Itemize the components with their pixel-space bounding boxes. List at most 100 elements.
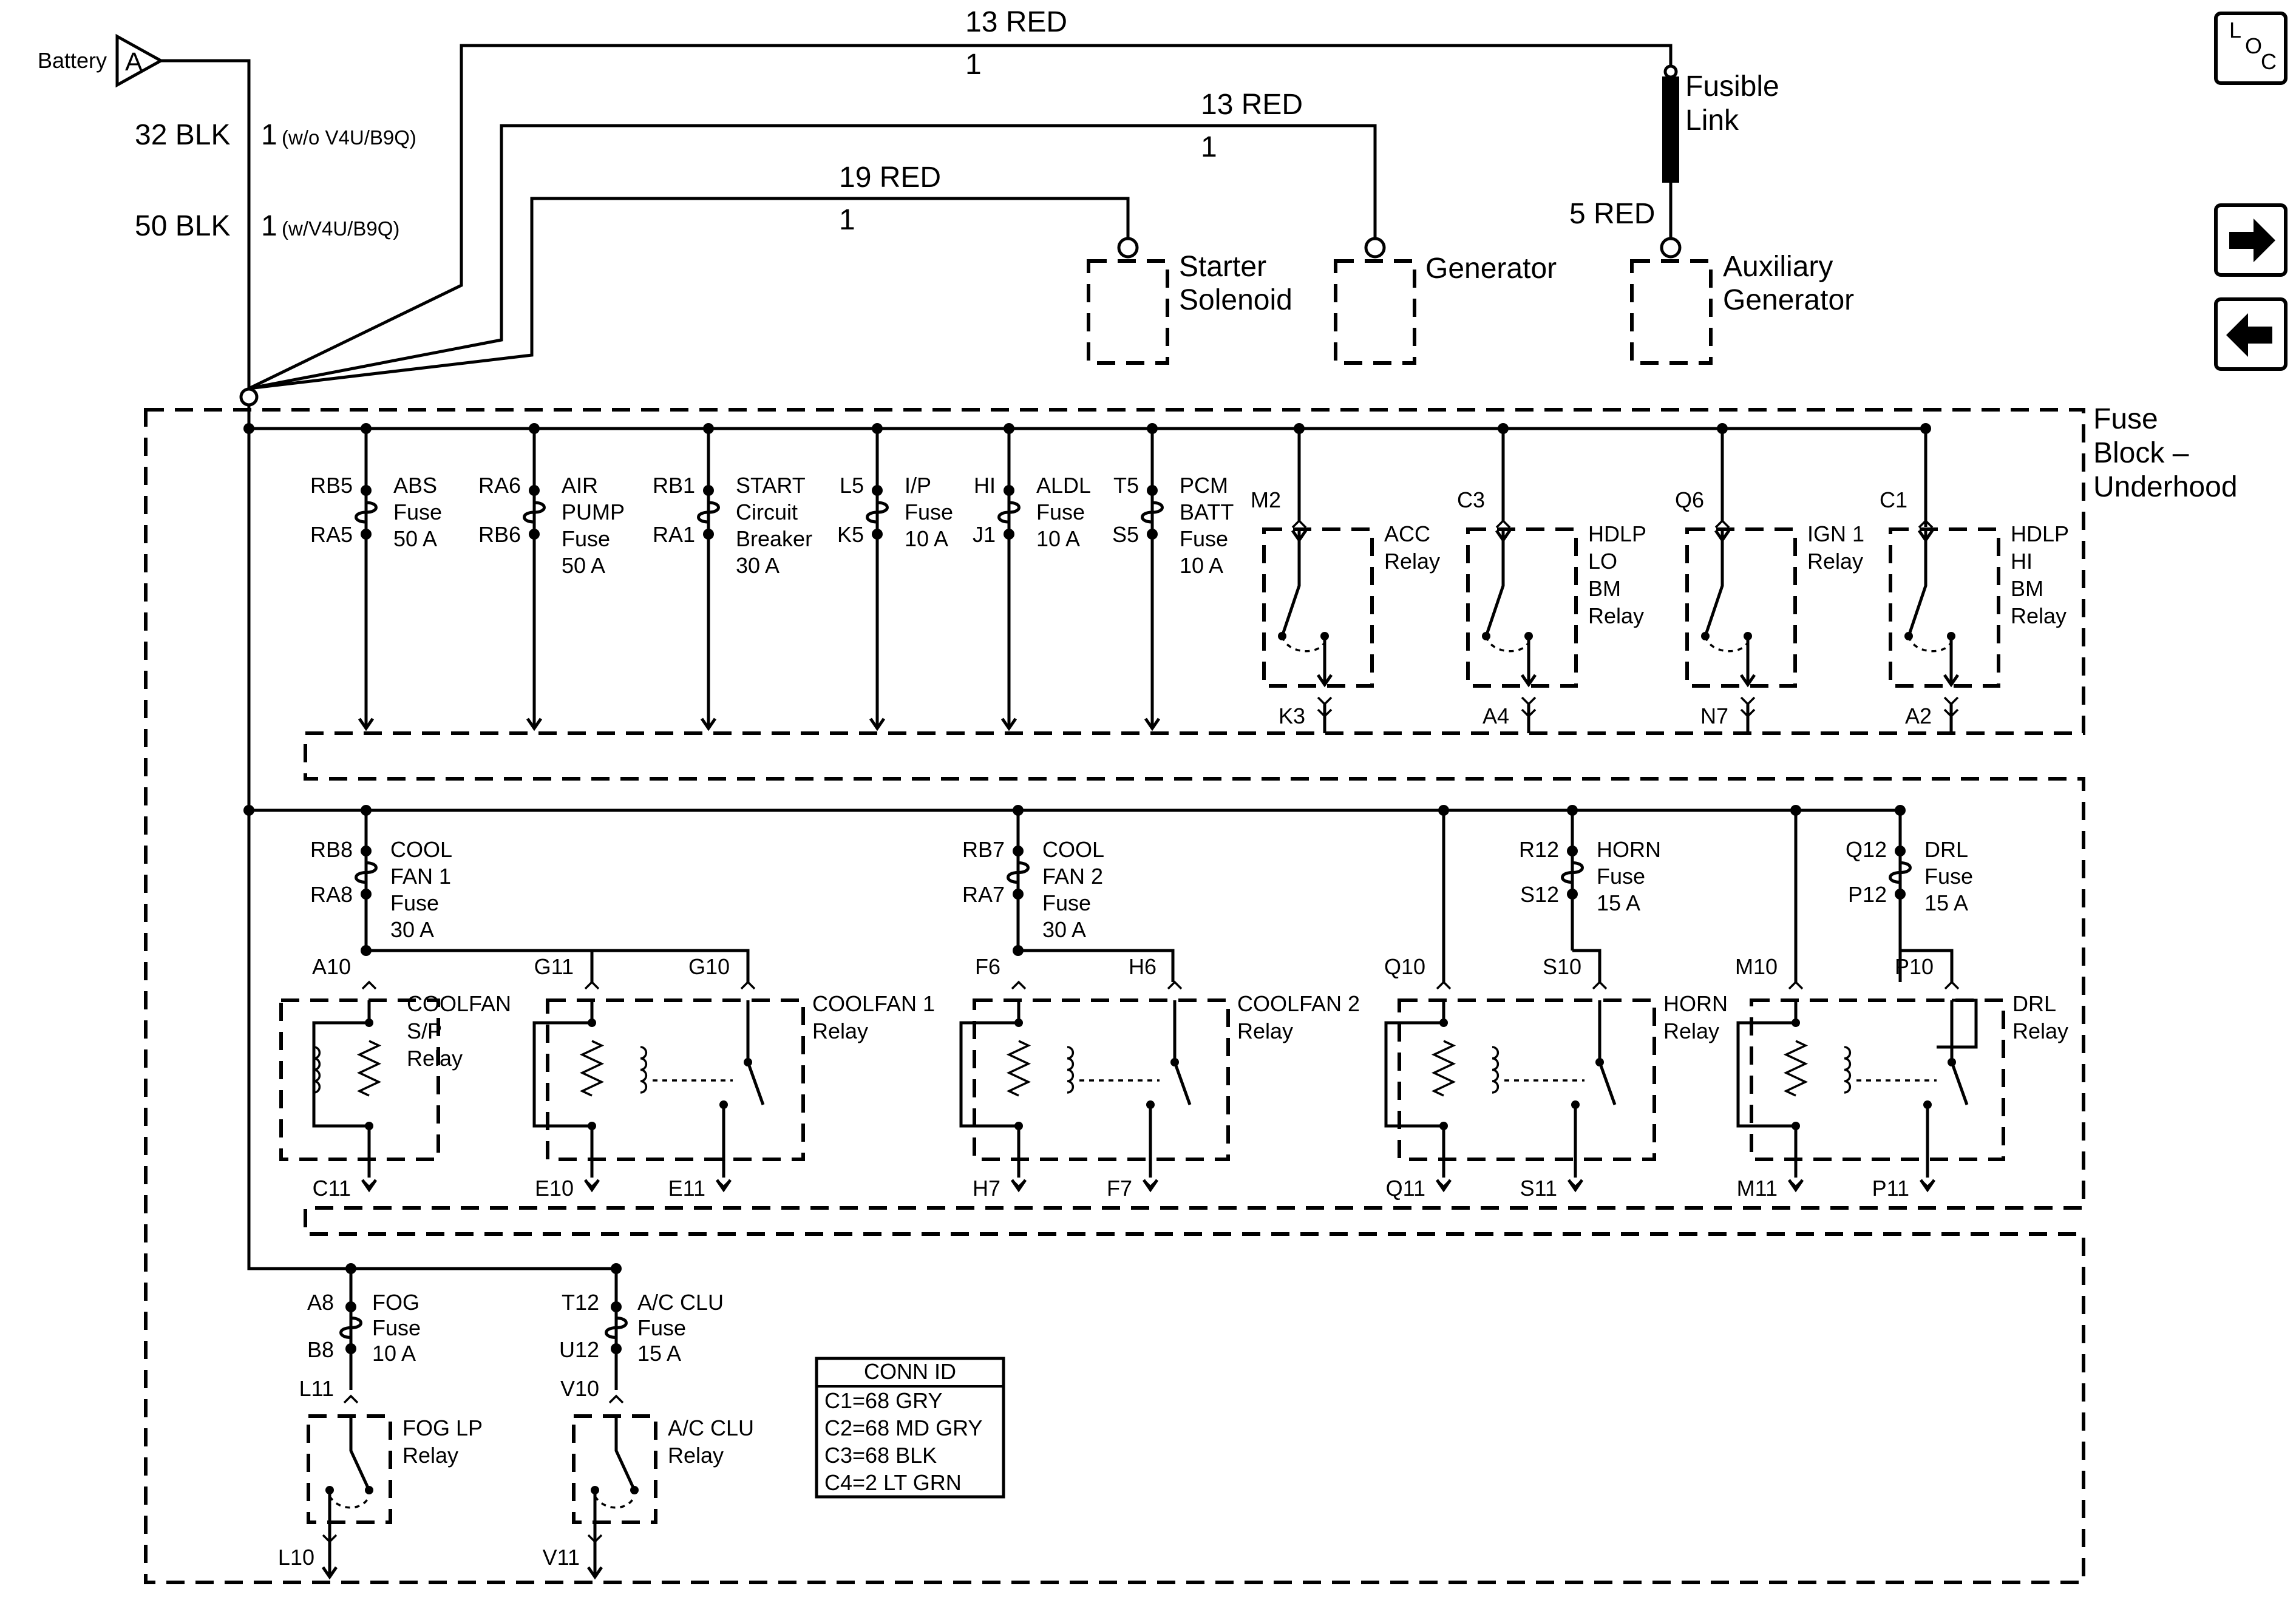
gen-wire-pin: 1	[1201, 131, 1217, 163]
relay-output-arrow	[1316, 674, 1333, 688]
conn-id-table: CONN ID C1=68 GRY C2=68 MD GRY C3=68 BLK…	[815, 1357, 1005, 1499]
relay-pin-top: S10	[1543, 954, 1581, 979]
loc-button[interactable]: L O C	[2214, 12, 2288, 85]
relay-output-terminal	[1788, 1179, 1804, 1188]
relay-input-terminal	[1291, 519, 1307, 529]
fuse-symbol	[997, 490, 1021, 534]
relay-housing	[1889, 527, 2000, 688]
relay-pin-top: M10	[1735, 954, 1778, 979]
coolfan1-feed	[366, 949, 750, 982]
relay-actuator-link	[594, 1496, 636, 1509]
relay-pin-bottom: M11	[1737, 1176, 1778, 1201]
fuse-label: PUMP	[562, 500, 625, 524]
relay-housing	[1398, 998, 1656, 1161]
relay-output-terminal	[322, 1534, 338, 1544]
relay-housing	[973, 998, 1230, 1161]
relay-pin-bottom: A2	[1905, 703, 1932, 728]
fuse-label: 30 A	[736, 553, 779, 578]
fuse-cavity-top: A8	[307, 1290, 334, 1315]
relay-switch-arm	[1907, 529, 1927, 637]
relay-input-terminal	[1714, 519, 1730, 529]
relay-input-terminal	[343, 1394, 359, 1404]
bus-junction	[1438, 805, 1449, 816]
relay-pin-top: G11	[534, 954, 574, 979]
relay-output-arrow	[586, 1566, 603, 1580]
relay-label: Relay	[1237, 1019, 1293, 1043]
fuse-label: DRL	[1924, 837, 1968, 862]
cable1-gauge: 32 BLK	[135, 119, 230, 151]
fuse-cavity-bottom: K5	[837, 522, 864, 547]
fuse-symbol	[1007, 851, 1030, 894]
fuse-label: 10 A	[905, 526, 948, 551]
junction-dot	[588, 1122, 596, 1130]
battery-label: Battery	[38, 48, 107, 73]
relay-pin-top: C1	[1880, 487, 1907, 512]
generator: Generator	[1334, 237, 1557, 365]
fuse-symbol	[866, 490, 889, 534]
relay-housing	[307, 1414, 392, 1524]
fuse-cavity-bottom: S5	[1112, 522, 1139, 547]
relay-label: Relay	[812, 1019, 868, 1043]
relay-input-terminal	[1788, 980, 1804, 990]
cable2-gauge: 50 BLK	[135, 210, 230, 242]
next-page-button[interactable]	[2214, 203, 2288, 277]
fuse-cavity-bottom: J1	[973, 522, 996, 547]
load-arrow	[1000, 717, 1017, 731]
relay-pin-top: A10	[312, 954, 351, 979]
junction-dot	[1439, 1122, 1448, 1130]
relay-pin-bottom: Q11	[1386, 1176, 1425, 1201]
fusible-gauge: 5 RED	[1569, 198, 1655, 230]
conn-id-row-2: C2=68 MD GRY	[824, 1415, 982, 1440]
fuse-cavity-bottom: S12	[1520, 882, 1559, 907]
relay-pin-top: F6	[975, 954, 1000, 979]
right-arrow-icon	[2229, 219, 2275, 262]
relay-output-terminal	[1521, 696, 1537, 706]
bus-junction	[1013, 945, 1024, 956]
gen-wire-gauge: 13 RED	[1201, 89, 1303, 121]
relay-input-terminal	[1495, 519, 1511, 529]
relay-label: COOLFAN	[407, 991, 511, 1016]
load-arrow	[1144, 717, 1161, 731]
junction-dots	[243, 423, 254, 816]
conn-id-row-1: C1=68 GRY	[824, 1388, 942, 1413]
relay-label: FOG LP	[402, 1415, 483, 1440]
fuse-label: Breaker	[736, 526, 812, 551]
fuse-label: FOG	[372, 1290, 419, 1315]
fuse-cavity-bottom: RA8	[310, 882, 353, 907]
relay-contact	[630, 1486, 639, 1494]
relay-housing	[1466, 527, 1578, 688]
fuse-cavity-top: T5	[1113, 473, 1139, 498]
relay-housing	[546, 998, 805, 1161]
fuse-label: COOL	[1042, 837, 1104, 862]
fusible-link: Fusible Link 5 RED	[1569, 64, 1779, 238]
battery-feed: Battery A 32 BLK 1 (w/o V4U/B9Q) 50 BLK …	[38, 6, 1673, 407]
relay-label: S/P	[407, 1019, 442, 1043]
relay-arrow	[1917, 529, 1934, 543]
fuse-label: 10 A	[1180, 553, 1223, 578]
relay-output-arrow	[1520, 674, 1537, 688]
relay-coil-loop	[312, 1000, 371, 1178]
battery-cable	[161, 59, 251, 388]
relay-actuator-link	[1907, 636, 1952, 653]
fusible-link-element	[1662, 76, 1679, 183]
relay-arrow	[1714, 529, 1731, 543]
relay-output-terminal	[716, 1179, 732, 1188]
left-arrow-icon	[2226, 313, 2272, 357]
fusible-link-label-1: Fusible	[1685, 70, 1779, 103]
coil-symbol	[1844, 1046, 1852, 1094]
relay-output-terminal	[584, 1179, 600, 1188]
prev-page-button[interactable]	[2214, 297, 2288, 371]
relay-switch-arm	[349, 1414, 371, 1491]
generator-wire	[248, 124, 1377, 390]
relay-switch-arm	[1703, 529, 1724, 637]
conn-id-title: CONN ID	[864, 1359, 956, 1384]
junction-dot	[1439, 1019, 1448, 1027]
relay-pin-bottom: E11	[668, 1176, 705, 1201]
